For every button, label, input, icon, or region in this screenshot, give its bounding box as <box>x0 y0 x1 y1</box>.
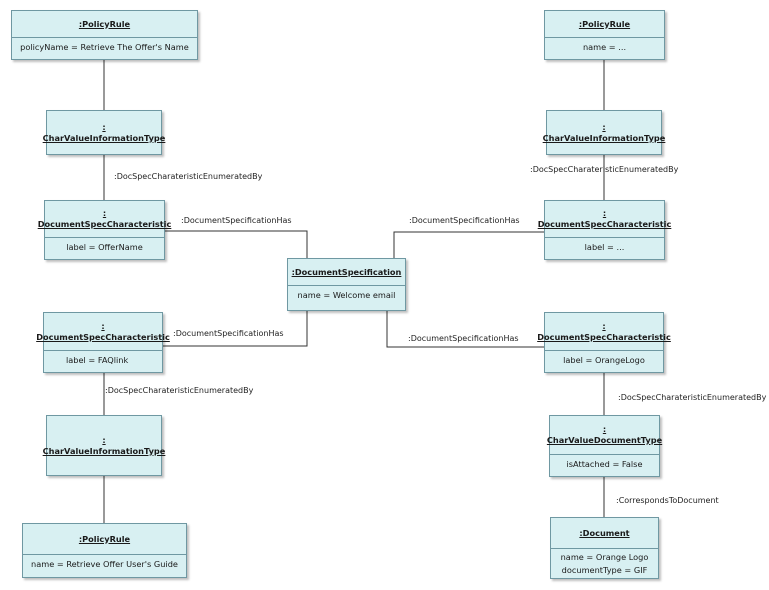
link-docspec-docchar4 <box>386 311 545 348</box>
link-label: :DocumentSpecificationHas <box>181 216 292 225</box>
node-name: CharValueInformationType <box>542 132 666 143</box>
node-prefix: : <box>102 121 106 132</box>
link-label: :DocumentSpecificationHas <box>409 216 520 225</box>
document-spec-characteristic-node[interactable]: : DocumentSpecCharacteristic label = ... <box>538 200 671 260</box>
char-value-information-type-node[interactable]: : CharValueInformationType <box>543 110 665 155</box>
node-name: :PolicyRule <box>78 18 131 29</box>
node-name: :DocumentSpecification <box>291 266 402 277</box>
document-spec-characteristic-node[interactable]: : DocumentSpecCharacteristic label = Off… <box>38 200 171 260</box>
node-attribute: name = Welcome email <box>297 290 396 300</box>
char-value-information-type-node[interactable]: : CharValueInformationType <box>43 110 165 155</box>
node-attribute: name = ... <box>582 42 627 52</box>
link-docspec-docchar3 <box>163 311 308 347</box>
link-docchar2-docspec <box>393 231 545 258</box>
char-value-information-type-node[interactable]: : CharValueInformationType <box>43 415 165 476</box>
node-attribute: name = Retrieve Offer User's Guide <box>31 559 178 569</box>
node-name: DocumentSpecCharacteristic <box>537 219 672 229</box>
node-prefix: : <box>602 320 606 331</box>
node-prefix: : <box>102 434 106 445</box>
link-label: :DocSpecCharateristicEnumeratedBy <box>114 172 263 181</box>
node-name: :Document <box>579 527 630 538</box>
link-label: :CorrespondsToDocument <box>616 496 719 505</box>
node-name: DocumentSpecCharacteristic <box>537 331 671 342</box>
node-attribute: documentType = GIF <box>561 565 648 575</box>
node-prefix: : <box>602 208 607 218</box>
node-attribute: name = Orange Logo <box>560 552 649 562</box>
node-attribute: isAttached = False <box>566 459 643 469</box>
node-prefix: : <box>101 320 105 331</box>
node-name: DocumentSpecCharacteristic <box>37 219 172 229</box>
node-attribute: label = FAQlink <box>66 355 129 365</box>
node-name: :PolicyRule <box>578 18 631 29</box>
policy-rule-node[interactable]: :PolicyRule policyName = Retrieve The Of… <box>11 10 198 60</box>
node-prefix: : <box>602 424 607 434</box>
node-name: CharValueInformationType <box>42 445 166 456</box>
document-specification-node[interactable]: :DocumentSpecification name = Welcome em… <box>287 258 406 311</box>
document-spec-characteristic-node[interactable]: : DocumentSpecCharacteristic label = Ora… <box>537 312 671 373</box>
node-name: DocumentSpecCharacteristic <box>36 331 170 342</box>
node-attribute: label = OfferName <box>66 242 143 252</box>
node-attribute: label = OrangeLogo <box>563 355 645 365</box>
link-docchar1-docspec <box>165 230 308 258</box>
document-node[interactable]: :Document name = Orange Logo documentTyp… <box>550 517 659 579</box>
node-attribute: label = ... <box>584 242 625 252</box>
policy-rule-node[interactable]: :PolicyRule name = ... <box>544 10 665 60</box>
node-prefix: : <box>102 208 107 218</box>
document-spec-characteristic-node[interactable]: : DocumentSpecCharacteristic label = FAQ… <box>36 312 170 373</box>
char-value-document-type-node[interactable]: : CharValueDocumentType isAttached = Fal… <box>546 415 663 477</box>
node-prefix: : <box>602 121 606 132</box>
link-label: :DocumentSpecificationHas <box>173 329 284 338</box>
node-name: CharValueInformationType <box>42 132 166 143</box>
node-attribute: policyName = Retrieve The Offer's Name <box>20 42 189 52</box>
link-label: :DocSpecCharateristicEnumeratedBy <box>618 393 767 402</box>
link-label: :DocumentSpecificationHas <box>408 334 519 343</box>
node-name: CharValueDocumentType <box>546 435 663 445</box>
policy-rule-node[interactable]: :PolicyRule name = Retrieve Offer User's… <box>22 523 187 578</box>
link-label: :DocSpecCharateristicEnumeratedBy <box>105 386 254 395</box>
link-label: :DocSpecCharateristicEnumeratedBy <box>530 165 679 174</box>
node-name: :PolicyRule <box>78 533 131 544</box>
